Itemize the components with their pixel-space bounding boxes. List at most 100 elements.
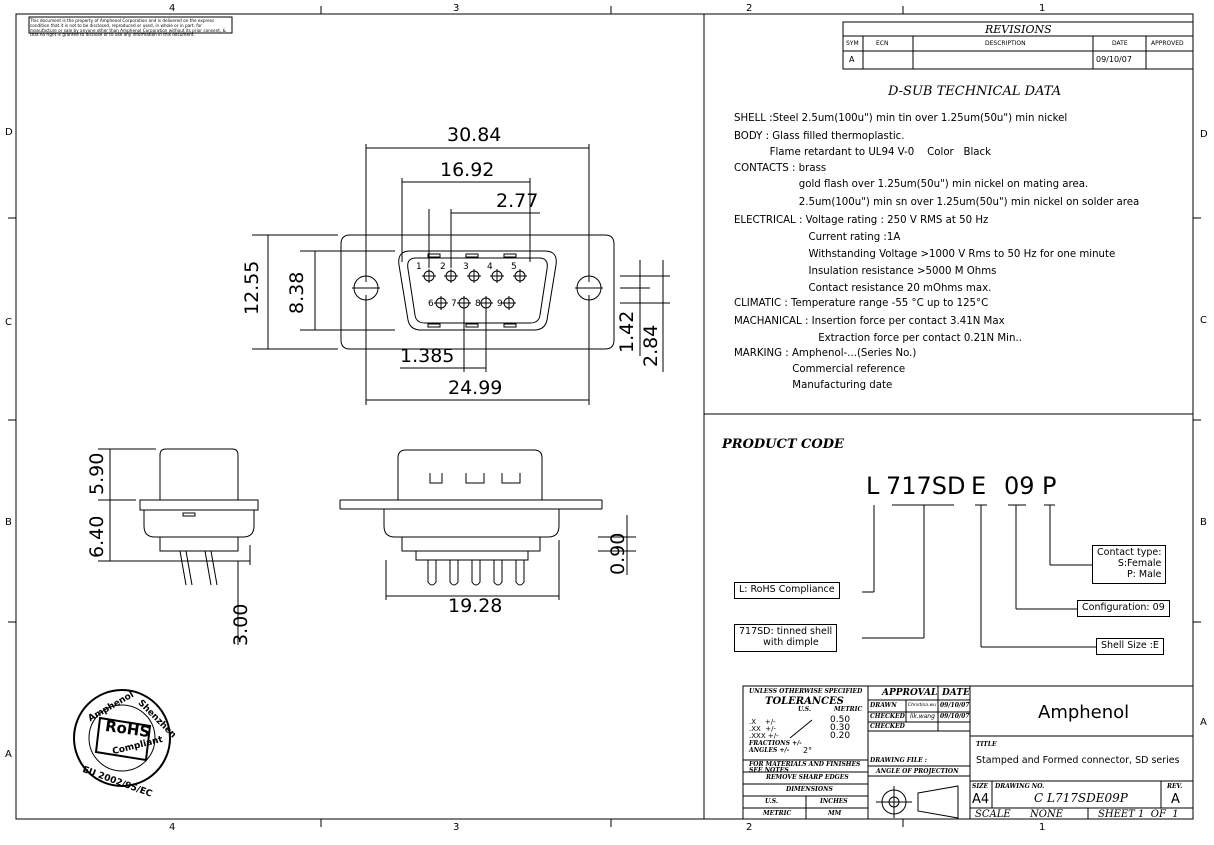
tech-line: MACHANICAL : Insertion force per contact… [734,316,1005,327]
tol-us: U.S. [798,706,811,713]
zone-row-c-left: C [5,317,12,328]
dim-1-385: 1.385 [400,345,455,367]
tech-line: MARKING : Amphenol-...(Series No.) [734,348,917,359]
drawing-number: C L717SDE09P [1034,791,1128,805]
remove-sharp-edges: REMOVE SHARP EDGES [766,774,849,781]
zone-col-3-top: 3 [453,3,460,14]
rev-header-sym: SYM [846,40,859,47]
zone-col-2-bottom: 2 [746,822,753,833]
drawn-label: DRAWN [870,702,897,709]
materials-note: FOR MATERIALS AND FINISHES [749,761,861,768]
revision-value: A [1171,792,1180,807]
zone-col-3-bottom: 3 [453,822,460,833]
checked-date: 09/10/07 [940,713,970,720]
tech-line: Flame retardant to UL94 V-0 Color Black [734,147,992,158]
tech-line: Contact resistance 20 mOhms max. [734,283,992,294]
rev-header-description: DESCRIPTION [985,40,1026,47]
dim-12-55: 12.55 [241,260,263,315]
checked-label: CHECKED [870,713,905,720]
rev-header-approved: APPROVED [1151,40,1184,47]
tech-line: Commercial reference [734,364,906,375]
code-part-717sd: 717SD [886,472,966,500]
dim-0-90: 0.90 [607,532,629,575]
tol-x: .X +/- [749,718,776,726]
tol-title: UNLESS OTHERWISE SPECIFIED [749,688,863,695]
drawing-file-label: DRAWING FILE : [870,757,927,764]
dim-1-42: 1.42 [616,310,638,353]
sheet-size: A4 [972,792,990,807]
dim-6-40: 6.40 [86,515,108,558]
dim-8-38: 8.38 [286,271,308,314]
dim-19-28: 19.28 [448,595,503,617]
zone-col-2-top: 2 [746,3,753,14]
pin-label-5: 5 [511,262,517,272]
pin-label-1: 1 [416,262,422,272]
checked-by: lik.wang [910,713,935,720]
tech-line: ELECTRICAL : Voltage rating : 250 V RMS … [734,215,989,226]
tol-fractions: FRACTIONS +/- [749,740,802,747]
zone-row-a-right: A [1200,717,1207,728]
rohs-compliance-box: L: RoHS Compliance [734,582,840,599]
tol-angles: ANGLES +/- [749,747,790,754]
tol-angle-value: 2° [803,746,813,755]
tech-line: Withstanding Voltage >1000 V Rms to 50 H… [734,249,1116,260]
configuration-box: Configuration: 09 [1077,600,1170,617]
code-part-l: L [866,472,880,500]
scale-label: SCALE [975,809,1011,820]
sheet-border [15,13,1194,820]
tech-line: BODY : Glass filled thermoplastic. [734,131,905,142]
tol-xxx: .XXX +/- [749,732,779,740]
contact-type-box: Contact type: S:Female P: Male [1092,545,1167,584]
tech-line: CONTACTS : brass [734,163,827,174]
dims-inches: INCHES [820,798,848,805]
dim-24-99: 24.99 [448,377,503,399]
see-notes: SEE NOTES [749,767,789,774]
dims-metric: METRIC [763,810,792,817]
product-code-title: PRODUCT CODE [722,437,844,452]
projection-label: ANGLE OF PROJECTION [876,768,959,775]
zone-row-c-right: C [1200,315,1207,326]
tol-metric: METRIC [834,706,863,713]
approval-date-label: DATE [942,688,970,698]
title-label: TITLE [976,741,997,748]
drawing-no-label: DRAWING NO. [995,783,1045,790]
tech-data-title: D-SUB TECHNICAL DATA [888,84,1062,99]
rev-header-ecn: ECN [876,40,889,47]
dim-5-90: 5.90 [86,452,108,495]
pin-label-4: 4 [487,262,493,272]
pin-label-8: 8 [475,299,481,309]
shell-size-box: Shell Size :E [1096,638,1164,655]
zone-col-4-bottom: 4 [169,822,176,833]
pin-label-7: 7 [451,299,457,309]
dimensions-label: DIMENSIONS [786,786,833,793]
zone-row-b-left: B [5,517,12,528]
zone-row-d-right: D [1200,129,1208,140]
pin-label-3: 3 [463,262,469,272]
zone-col-1-bottom: 1 [1039,822,1046,833]
pin-label-6: 6 [428,299,434,309]
rev-row-sym: A [849,55,855,64]
scale-value: NONE [1030,809,1063,820]
drawn-date: 09/10/07 [940,702,970,709]
zone-row-d-left: D [5,127,13,138]
dims-mm: MM [828,810,842,817]
approval-label: APPROVAL [882,688,938,698]
tol-xx: .XX +/- [749,725,777,733]
shell-type-box: 717SD: tinned shell with dimple [734,624,838,652]
dim-3-00: 3.00 [230,603,252,646]
company-name: Amphenol [1038,702,1130,723]
code-part-p: P [1042,472,1057,500]
sheet-number: SHEET 1 OF 1 [1098,809,1179,820]
code-part-09: 09 [1004,472,1035,500]
pin-label-2: 2 [440,262,446,272]
zone-row-b-right: B [1200,517,1207,528]
drawing-title: Stamped and Formed connector, SD series [976,755,1180,766]
tech-line: Manufacturing date [734,380,893,391]
tech-line: SHELL :Steel 2.5um(100u") min tin over 1… [734,113,1068,124]
tech-line: Extraction force per contact 0.21N Min.. [734,333,1022,344]
checked2-label: CHECKED [870,723,905,730]
zone-row-a-left: A [5,749,12,760]
dim-2-84: 2.84 [640,324,662,367]
rev-row-date: 09/10/07 [1096,55,1132,64]
